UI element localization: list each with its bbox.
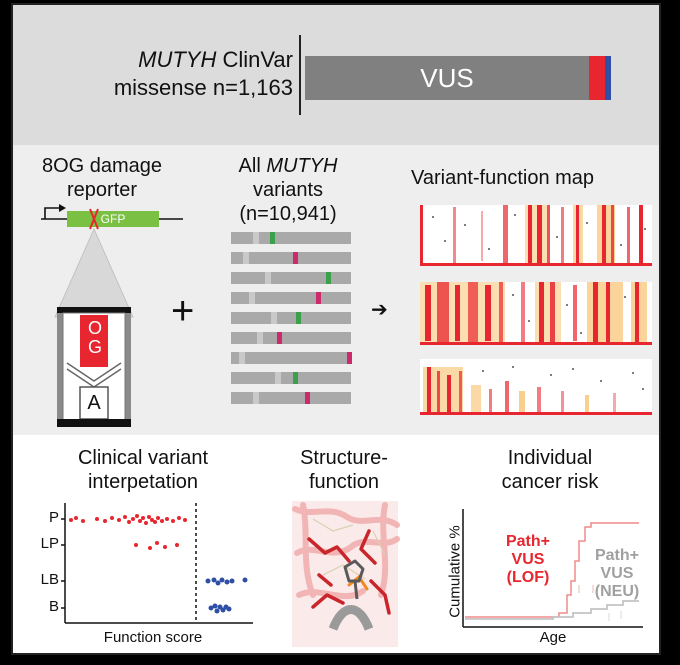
benign-segment: [605, 56, 612, 100]
variant-function-map: [420, 205, 652, 415]
variant-mark: [293, 252, 298, 264]
gfp-box: [67, 211, 159, 227]
category-p: P: [48, 509, 59, 526]
neu-label-3: (NEU): [594, 583, 640, 600]
clinvar-word: ClinVar: [216, 47, 293, 72]
neu-label-1: Path+: [594, 547, 639, 564]
clinvar-title: MUTYH ClinVar: [138, 47, 293, 73]
risk-title-1: Individual: [507, 447, 593, 469]
variant-mark: [316, 292, 321, 304]
a-label: A: [87, 392, 101, 414]
ligand-sticks: [343, 559, 365, 600]
reporter-diagram: [41, 204, 183, 427]
gfp-label: GFP: [100, 212, 126, 226]
benign-points: [205, 577, 248, 614]
clinvar-bar: VUS: [305, 56, 612, 100]
dna-backbone: [328, 605, 374, 631]
variant-rows: [231, 232, 352, 404]
axis-divider: [299, 35, 301, 115]
variants-title-2: variants: [252, 179, 324, 201]
variant-library: [231, 232, 352, 404]
clinical-scatter: [61, 503, 253, 624]
neu-curve: [465, 600, 639, 620]
variant-mark: [326, 272, 331, 284]
pathogenic-segment: [589, 56, 606, 100]
vus-segment: VUS: [305, 56, 590, 100]
vus-label: VUS: [420, 63, 474, 93]
variant-mark: [347, 352, 352, 364]
reporter-title-2: reporter: [66, 179, 138, 201]
variant-row: [231, 232, 351, 244]
promoter-arrow-icon: [44, 207, 59, 219]
graphical-abstract-frame: MUTYH ClinVar missense n=1,163 VUS 8OG d…: [11, 3, 661, 655]
heatmap-panel-1: [420, 205, 652, 266]
a-base: [79, 386, 109, 420]
variant-row: [231, 272, 351, 284]
gene-name: MUTYH: [138, 47, 217, 72]
og-label: OG: [80, 319, 108, 357]
residue-sticks: [307, 529, 391, 615]
variant-row: [231, 392, 351, 404]
dna-top-bar: [57, 307, 131, 315]
structure-title-1: Structure-: [300, 447, 388, 469]
lof-label-2: VUS: [511, 551, 545, 568]
variant-mark: [296, 312, 301, 324]
map-title: Variant-function map: [411, 167, 595, 189]
applications-section: Clinical variant interpetation P LP LB B: [13, 435, 659, 653]
variant-mark: [305, 392, 310, 404]
variant-row: [231, 372, 351, 384]
method-section: 8OG damage reporter GFP: [13, 145, 659, 435]
plus-sign: +: [171, 289, 195, 333]
neu-label-2: VUS: [600, 565, 634, 582]
heatmap-panel-3: [420, 359, 652, 415]
variants-title-1: All MUTYH: [238, 155, 338, 177]
clinical-title-2: interpetation: [87, 471, 199, 493]
variants-gene: MUTYH: [266, 155, 338, 177]
lof-label-1: Path+: [505, 533, 550, 550]
variant-row: [231, 312, 351, 324]
arrow-icon: ➔: [371, 297, 388, 321]
og-text: OG: [88, 318, 103, 357]
category-lb: LB: [40, 571, 59, 588]
clinical-title-1: Clinical variant: [77, 447, 209, 469]
clinvar-subtitle: missense n=1,163: [113, 75, 293, 100]
risk-title-2: cancer risk: [501, 471, 599, 493]
risk-curves: [462, 509, 643, 628]
promoter-arrowhead-icon: [59, 204, 66, 212]
clinvar-section: MUTYH ClinVar missense n=1,163 VUS: [13, 5, 659, 146]
structure-title-2: function: [308, 471, 380, 493]
reporter-title-1: 8OG damage: [41, 155, 163, 177]
lof-curve: [465, 522, 639, 618]
category-b: B: [48, 598, 59, 615]
risk-xlabel: Age: [539, 629, 567, 646]
variants-count: (n=10,941): [239, 203, 337, 225]
structure-render: [292, 501, 400, 647]
dna-bottom-bar: [57, 419, 131, 427]
clinical-xlabel: Function score: [103, 629, 203, 646]
category-lp: LP: [40, 535, 59, 552]
variant-row: [231, 352, 351, 364]
variant-mark: [277, 332, 282, 344]
variant-row: [231, 252, 351, 264]
pathogenic-points: [69, 514, 187, 550]
variant-mark: [293, 372, 298, 384]
variant-mark: [270, 232, 275, 244]
lof-label-3: (LOF): [506, 569, 550, 586]
heatmap-panel-2: [420, 282, 652, 345]
og-base: [80, 315, 108, 367]
heatmap-speckle: [432, 214, 646, 390]
